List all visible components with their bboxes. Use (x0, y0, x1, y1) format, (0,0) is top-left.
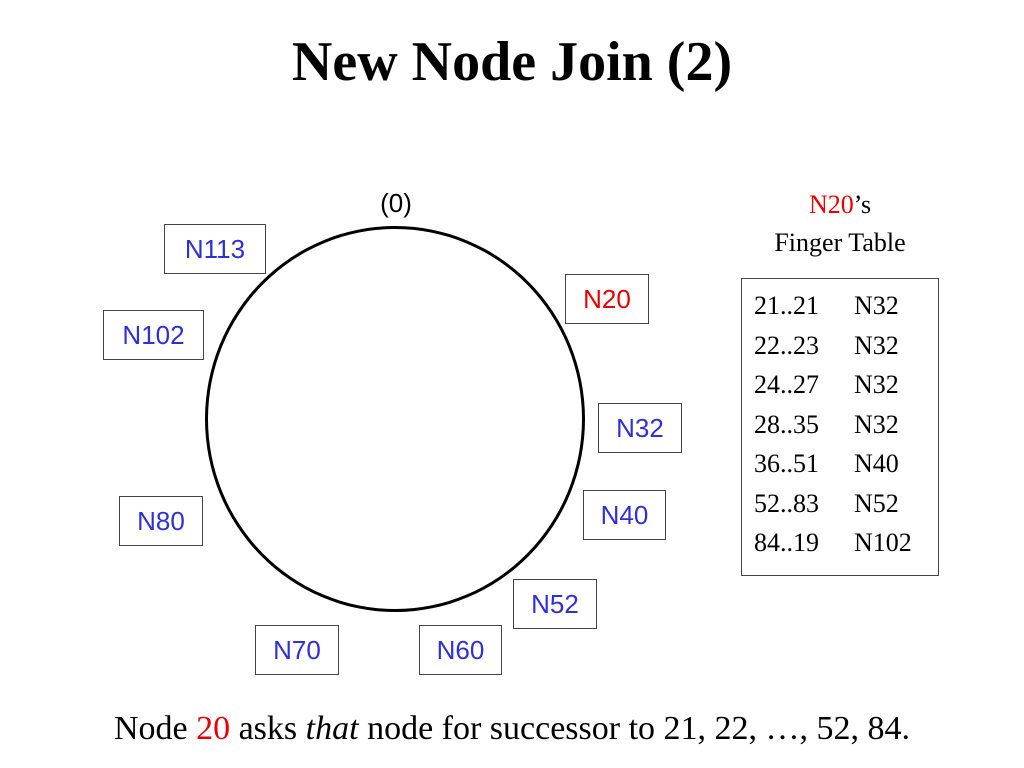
finger-table-row: 52..83 N52 (754, 484, 938, 524)
finger-successor: N32 (854, 291, 899, 320)
finger-range: 84..19 (754, 528, 819, 557)
node-n113: N113 (164, 224, 266, 274)
finger-successor: N40 (854, 449, 899, 478)
finger-table-node: N20 (808, 190, 854, 219)
finger-successor: N102 (854, 528, 912, 557)
finger-table-row: 84..19 N102 (754, 523, 938, 563)
node-n32: N32 (598, 403, 682, 453)
node-n80: N80 (119, 496, 203, 546)
finger-range: 52..83 (754, 488, 819, 518)
node-n60: N60 (419, 625, 502, 675)
node-n102: N102 (103, 310, 204, 360)
finger-range: 36..51 (754, 449, 819, 478)
finger-table-row: 24..27 N32 (754, 365, 938, 405)
chord-ring (205, 226, 585, 612)
finger-table-row: 21..21 N32 (754, 286, 938, 326)
finger-table-row: 36..51 N40 (754, 444, 938, 484)
finger-range: 28..35 (754, 409, 819, 439)
finger-range: 24..27 (754, 370, 819, 399)
finger-table-title: N20’s Finger Table (740, 186, 940, 262)
finger-table-suffix: ’s (853, 190, 872, 219)
finger-range: 21..21 (754, 291, 819, 320)
node-n70: N70 (255, 625, 339, 675)
node-n40: N40 (583, 490, 666, 540)
finger-successor: N32 (854, 370, 899, 399)
finger-table-row: 28..35 N32 (754, 405, 938, 445)
caption: Node 20 asks that node for successor to … (0, 710, 1024, 748)
finger-successor: N32 (854, 330, 899, 360)
caption-node-id: 20 (196, 710, 231, 747)
caption-emphasis: that (305, 710, 359, 747)
page-title: New Node Join (2) (291, 31, 733, 93)
caption-part1: Node (113, 710, 197, 747)
finger-table-row: 22..23 N32 (754, 326, 938, 366)
finger-successor: N32 (854, 409, 899, 439)
node-n20: N20 (565, 274, 649, 324)
node-n52: N52 (513, 579, 597, 629)
finger-table-heading: Finger Table (774, 228, 906, 257)
caption-part2: asks (230, 710, 306, 747)
ring-zero-label: (0) (380, 188, 412, 218)
finger-range: 22..23 (754, 330, 819, 360)
finger-successor: N52 (854, 488, 899, 518)
caption-part3: node for successor to 21, 22, …, 52, 84. (358, 710, 911, 747)
